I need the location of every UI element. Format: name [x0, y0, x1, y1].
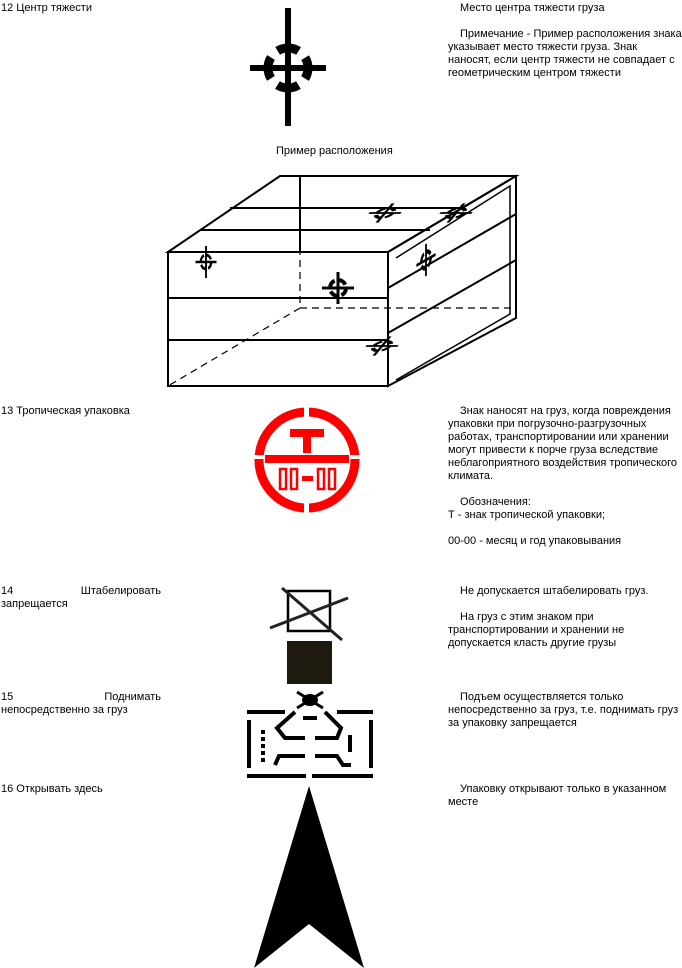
section-16-text: Упаковку открывают только в указанном ме…: [448, 783, 667, 808]
section-16-label: 16 Открывать здесь: [1, 783, 103, 795]
box-example-illustration: [164, 174, 520, 388]
section-15-label: 15 Поднимать непосредственно за груз: [1, 691, 161, 716]
section-12-title: Место центра тяжести груза: [460, 2, 605, 14]
section-12-label: 12 Центр тяжести: [1, 2, 92, 14]
section-15-text: Подъем осуществляется только непосредств…: [448, 691, 679, 729]
center-of-gravity-icon: [250, 8, 326, 126]
section-14-label: 14 Штабелировать запрещается: [1, 585, 161, 610]
open-here-arrow-icon: [254, 786, 364, 968]
section-16-desc: Упаковку открывают только в указанном ме…: [448, 783, 682, 822]
legend-t: Т - знак тропической упаковки;: [448, 509, 606, 521]
lift-by-cargo-icon: [247, 690, 373, 778]
legend-title: Обозначения:: [460, 496, 531, 508]
section-14-text-1: Не допускается штабелировать груз.: [460, 585, 649, 597]
section-12-desc: Место центра тяжести груза Примечание - …: [448, 2, 682, 93]
section-13-text: Знак наносят на груз, когда повреждения …: [448, 405, 678, 482]
section-14-desc: Не допускается штабелировать груз. На гр…: [448, 585, 682, 663]
tropical-packaging-icon: [252, 405, 362, 515]
section-13-desc: Знак наносят на груз, когда повреждения …: [448, 405, 682, 561]
legend-date: 00-00 - месяц и год упаковывания: [448, 535, 622, 547]
section-14-text-2: На груз с этим знаком при транспортирова…: [448, 611, 625, 649]
example-caption: Пример расположения: [276, 145, 393, 157]
section-13-label: 13 Тропическая упаковка: [1, 405, 130, 417]
do-not-stack-icon: [269, 586, 349, 684]
section-15-desc: Подъем осуществляется только непосредств…: [448, 691, 682, 743]
section-12-note: Примечание - Пример расположения знака у…: [448, 28, 682, 79]
